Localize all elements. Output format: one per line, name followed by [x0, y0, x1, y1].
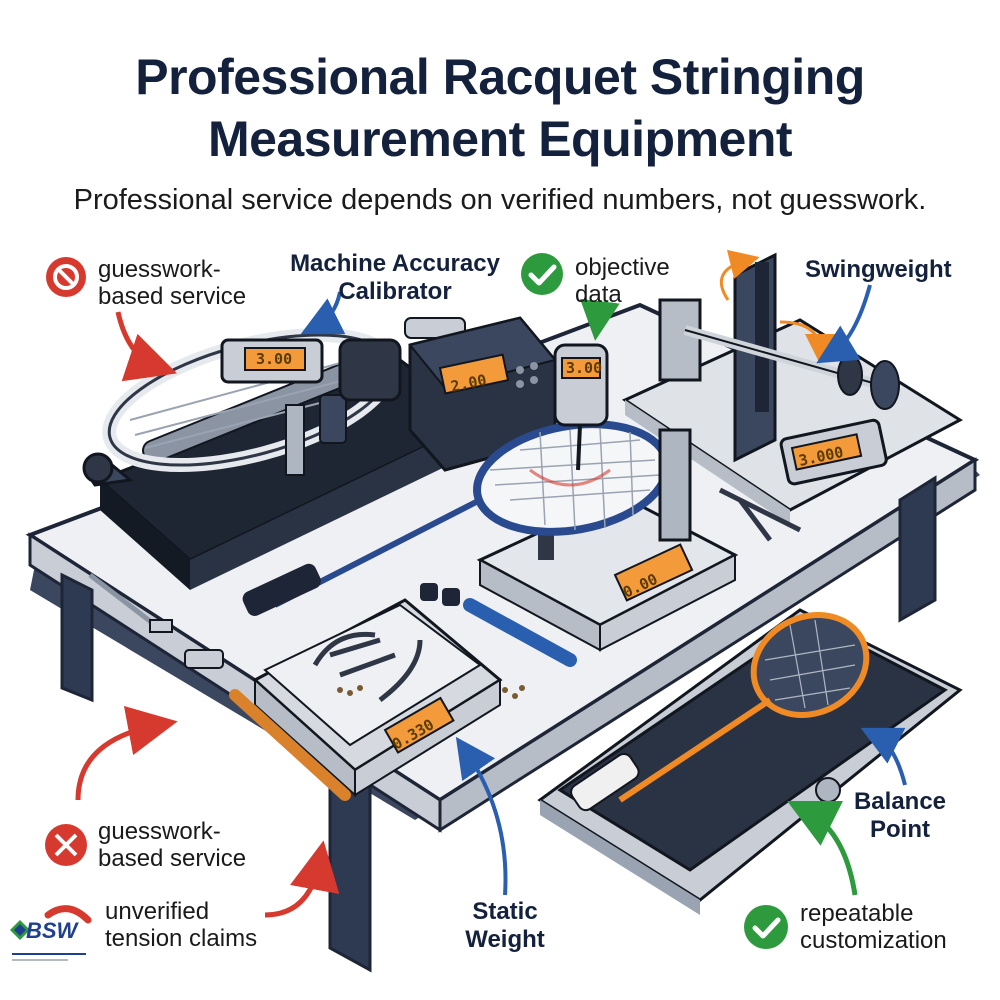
- repeatable-label: repeatable customization: [800, 900, 947, 954]
- prohibited-icon: [46, 257, 86, 297]
- guesswork-top-label: guesswork- based service: [98, 256, 247, 310]
- objective-label: objective data: [575, 254, 670, 308]
- repeatable-arrow: [787, 801, 858, 896]
- swingweight-label: Swingweight: [805, 256, 952, 283]
- guesswork-top-arrow: [115, 311, 177, 382]
- unverified-arrow: [264, 840, 340, 918]
- bsw-logo: BSW: [8, 914, 90, 976]
- guesswork-bottom-label: guesswork- based service: [98, 818, 247, 872]
- red-swoosh-icon: [44, 905, 92, 924]
- center-scale: 0.00 3.00: [242, 343, 739, 652]
- check-icon: [521, 253, 563, 295]
- logo-mark: [10, 920, 86, 961]
- calibrator-label: Machine Accuracy Calibrator: [290, 250, 500, 305]
- page-title-line-2: Measurement Equipment: [207, 111, 793, 167]
- calibrator-arrow: [300, 291, 346, 335]
- crossed-tools-icon: [45, 824, 87, 866]
- check-icon: [744, 905, 788, 949]
- static-weight-arrow: [455, 736, 508, 896]
- tension-console: 2.00: [408, 316, 557, 472]
- swingweight-arrow: [816, 284, 872, 364]
- stringer-display: 3.00: [256, 350, 292, 368]
- page-subtitle: Professional service depends on verified…: [73, 184, 927, 216]
- static-weight-scale: 0.330: [252, 598, 525, 798]
- logo-text: BSW: [26, 918, 78, 943]
- small-tools: [88, 487, 802, 801]
- balance-board: [537, 608, 963, 915]
- static-weight-label: Static Weight: [465, 898, 545, 953]
- gauge-display: 3.00: [566, 359, 602, 377]
- unverified-label: unverified tension claims: [105, 898, 258, 952]
- page-title-line-1: Professional Racquet Stringing: [135, 49, 865, 105]
- balance-point-label: Balance Point: [853, 788, 947, 843]
- balance-arrow: [860, 727, 907, 786]
- guesswork-bottom-arrow: [75, 705, 178, 801]
- objective-arrow: [580, 298, 620, 341]
